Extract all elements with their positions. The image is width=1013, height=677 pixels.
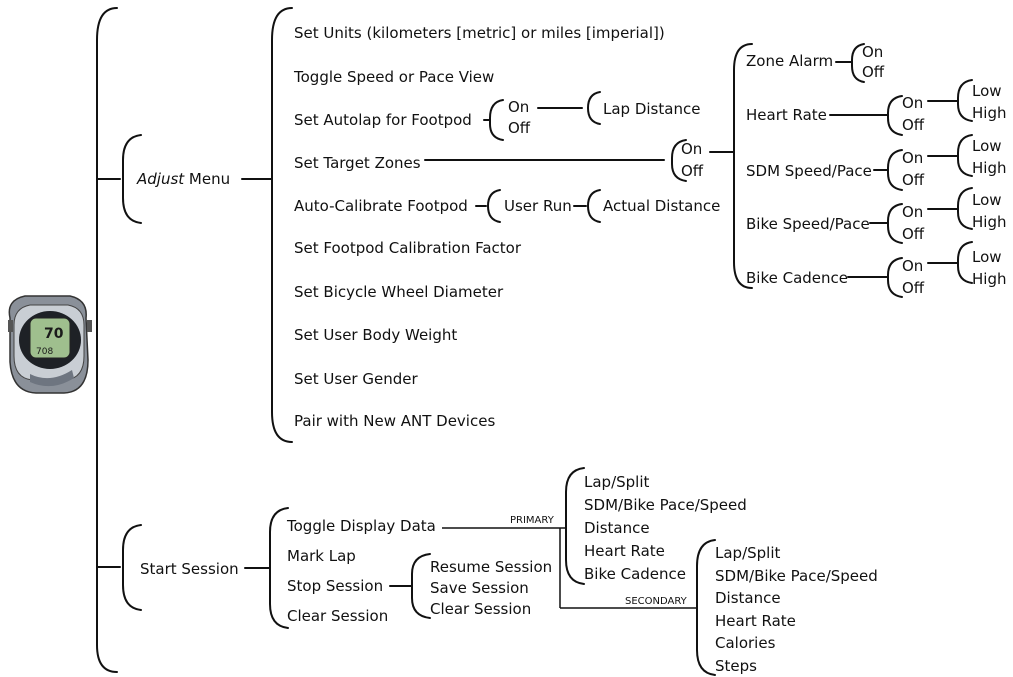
zone-bike-cadence-label: Bike Cadence [746, 269, 848, 287]
adjust-item-wheel-diameter: Set Bicycle Wheel Diameter [294, 283, 504, 301]
zone-bike-cadence-high: High [972, 270, 1006, 288]
zone-sdm-label: SDM Speed/Pace [746, 162, 872, 180]
adjust-item-body-weight: Set User Body Weight [294, 326, 457, 344]
primary-label: PRIMARY [510, 515, 555, 526]
zone-bike-speed-on: On [902, 203, 923, 221]
zone-heart-rate-high: High [972, 104, 1006, 122]
primary-item-bike-cadence: Bike Cadence [584, 565, 686, 583]
zone-sdm-on: On [902, 149, 923, 167]
target-zones-on: On [681, 140, 702, 158]
primary-item-distance: Distance [584, 519, 650, 537]
start-session-label: Start Session [140, 560, 239, 578]
zone-sdm-high: High [972, 159, 1006, 177]
adjust-item-units: Set Units (kilometers [metric] or miles … [294, 24, 665, 42]
primary-item-pace-speed: SDM/Bike Pace/Speed [584, 496, 747, 514]
zone-bike-speed-off: Off [902, 225, 925, 243]
zone-bike-speed-high: High [972, 213, 1006, 231]
secondary-label: SECONDARY [625, 596, 688, 607]
zone-sdm-low: Low [972, 137, 1002, 155]
zone-bike-cadence-off: Off [902, 279, 925, 297]
zone-heart-rate-off: Off [902, 116, 925, 134]
target-zones-off: Off [681, 162, 704, 180]
autolap-lap-distance: Lap Distance [603, 100, 700, 118]
zone-bike-cadence-on: On [902, 257, 923, 275]
calibrate-actual-distance: Actual Distance [603, 197, 720, 215]
secondary-item-lap-split: Lap/Split [715, 544, 781, 562]
adjust-menu-label: Adjust Menu [136, 170, 230, 188]
primary-item-heart-rate: Heart Rate [584, 542, 665, 560]
zone-heart-rate-on: On [902, 94, 923, 112]
primary-item-lap-split: Lap/Split [584, 473, 650, 491]
zone-heart-rate-label: Heart Rate [746, 106, 827, 124]
watch-screen-top: 70 [44, 326, 64, 342]
secondary-item-heart-rate: Heart Rate [715, 612, 796, 630]
zone-bike-cadence-low: Low [972, 248, 1002, 266]
autolap-off: Off [508, 119, 531, 137]
wristwatch-icon: 70 708 [8, 295, 92, 394]
secondary-item-calories: Calories [715, 634, 776, 652]
adjust-item-target-zones: Set Target Zones [294, 154, 421, 172]
adjust-item-gender: Set User Gender [294, 370, 418, 388]
zone-alarm-off: Off [862, 63, 885, 81]
autolap-on: On [508, 98, 529, 116]
calibrate-user-run: User Run [504, 197, 572, 215]
zone-heart-rate-low: Low [972, 82, 1002, 100]
adjust-item-autolap: Set Autolap for Footpod [294, 111, 472, 129]
adjust-item-calibration-factor: Set Footpod Calibration Factor [294, 239, 522, 257]
session-item-toggle-display: Toggle Display Data [286, 517, 436, 535]
zone-alarm-label: Zone Alarm [746, 52, 833, 70]
session-item-mark-lap: Mark Lap [287, 547, 356, 565]
secondary-item-distance: Distance [715, 589, 781, 607]
adjust-item-pair-ant: Pair with New ANT Devices [294, 412, 495, 430]
watch-screen-bottom: 708 [36, 347, 53, 357]
zone-sdm-off: Off [902, 171, 925, 189]
secondary-item-pace-speed: SDM/Bike Pace/Speed [715, 567, 878, 585]
session-item-clear: Clear Session [287, 607, 388, 625]
secondary-item-steps: Steps [715, 657, 757, 675]
stop-option-save: Save Session [430, 579, 529, 597]
stop-option-clear: Clear Session [430, 600, 531, 618]
zone-alarm-on: On [862, 43, 883, 61]
adjust-item-auto-calibrate: Auto-Calibrate Footpod [294, 197, 468, 215]
adjust-item-speed-pace: Toggle Speed or Pace View [293, 68, 494, 86]
zone-bike-speed-low: Low [972, 191, 1002, 209]
zone-bike-speed-label: Bike Speed/Pace [746, 215, 870, 233]
stop-option-resume: Resume Session [430, 558, 552, 576]
session-item-stop: Stop Session [287, 577, 383, 595]
